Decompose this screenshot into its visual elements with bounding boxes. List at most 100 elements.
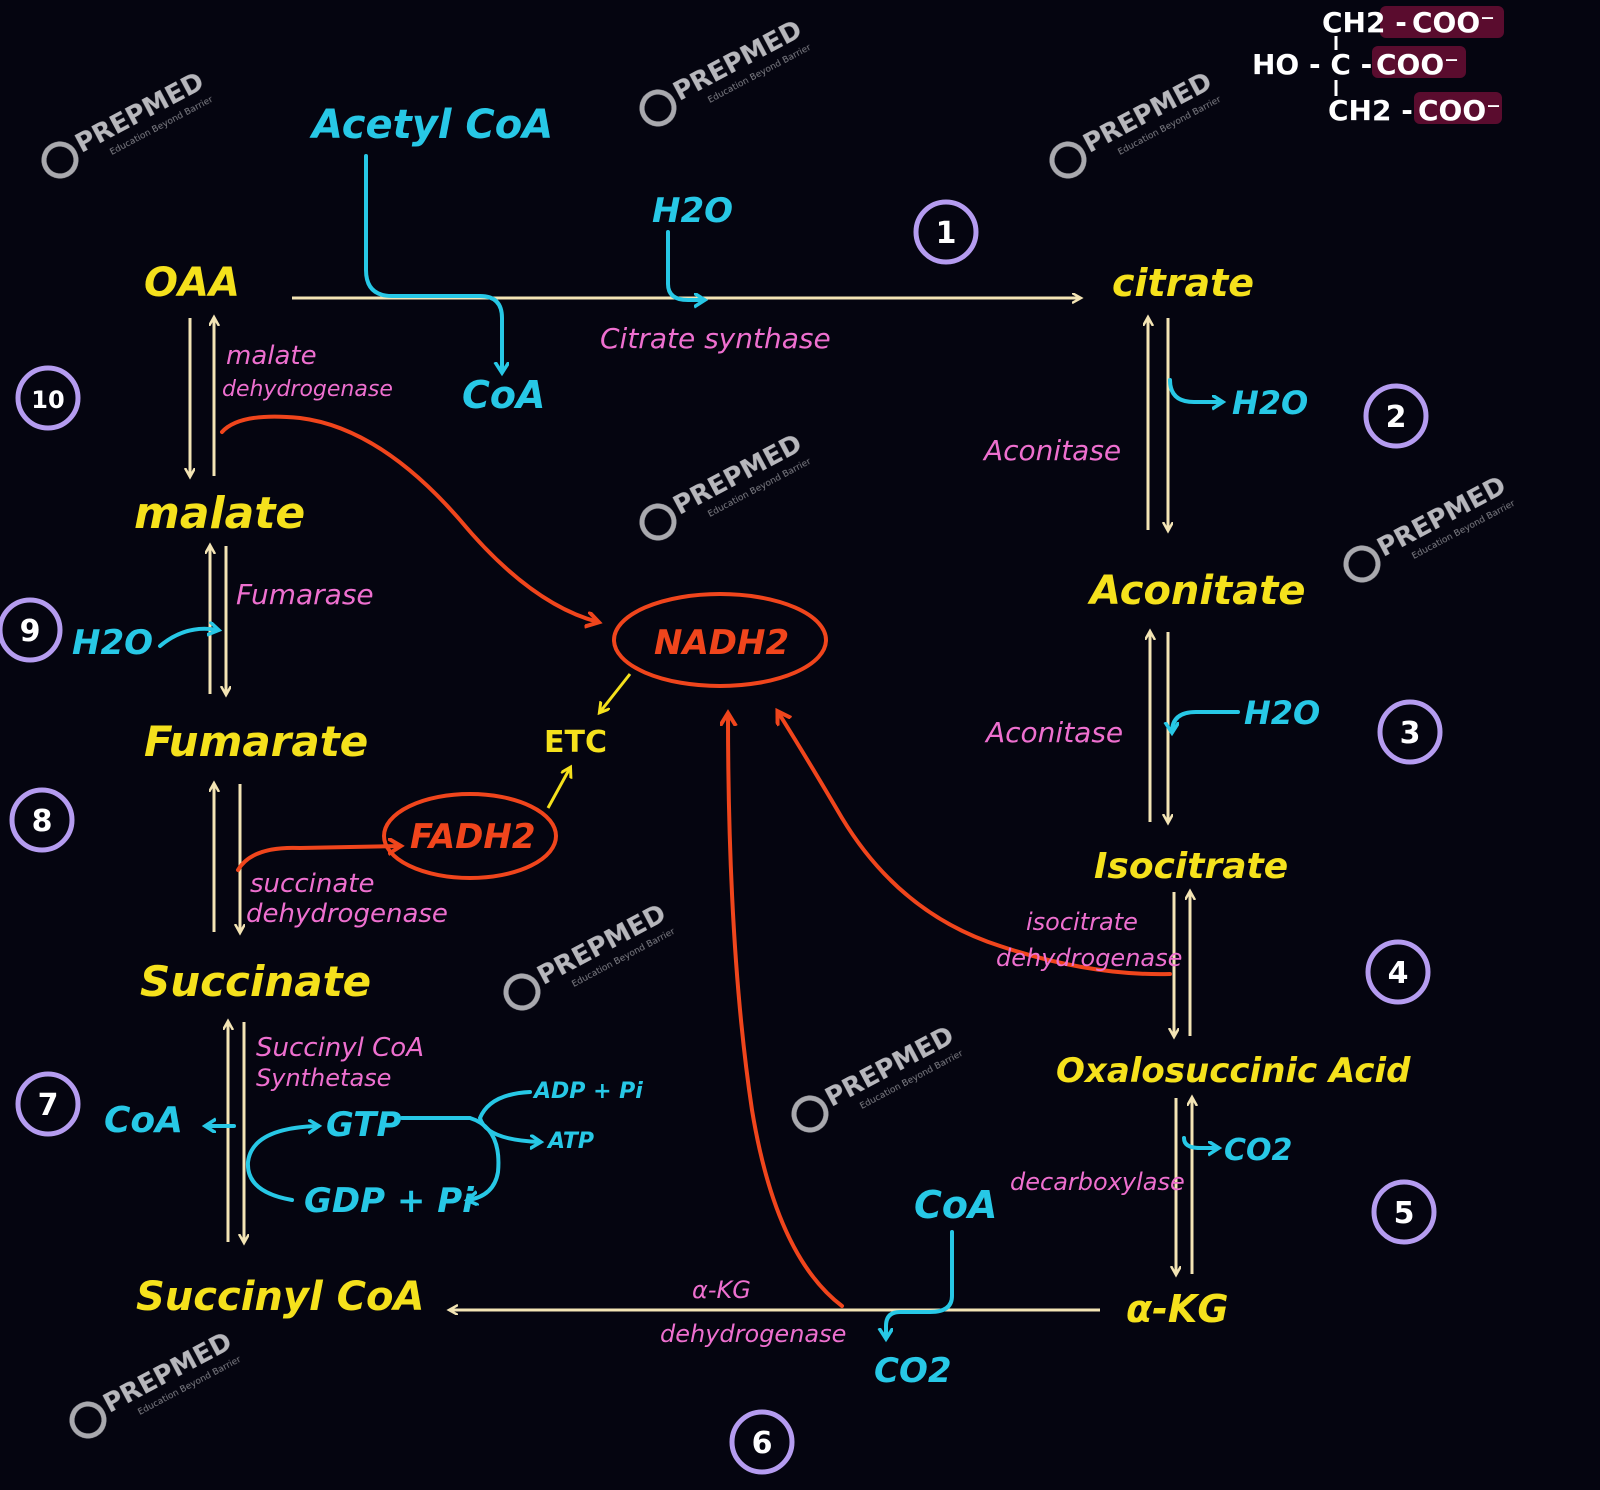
enzyme-malate-dh-line1: malate xyxy=(226,341,317,371)
metabolite-oaa: OAA xyxy=(144,260,240,306)
step-markers xyxy=(0,199,1443,1475)
metabolite-isocitrate: Isocitrate xyxy=(1094,846,1288,887)
watermark: PREPMED Education Beyond Barrier xyxy=(69,1327,243,1439)
step-numbers: 1 2 3 4 5 6 7 8 9 10 xyxy=(20,216,1421,1461)
enzyme-succinate-dh-line2: dehydrogenase xyxy=(246,899,448,929)
cofactor-h2o-1: H2O xyxy=(652,191,733,231)
metabolite-aconitate: Aconitate xyxy=(1087,568,1305,614)
enzyme-fumarase: Fumarase xyxy=(236,578,374,611)
metabolite-citrate: citrate xyxy=(1112,261,1254,305)
step-7-label: 7 xyxy=(38,1088,59,1123)
arrow-co2-5-out xyxy=(1182,1136,1218,1148)
step-8-label: 8 xyxy=(32,804,53,839)
metabolite-succinyl-coa: Succinyl CoA xyxy=(136,1274,424,1320)
watermark: PREPMED Education Beyond Barrier xyxy=(41,67,215,179)
step-9-ring xyxy=(0,597,63,663)
arrow-isocitrate-dh-to-nadh xyxy=(778,712,1172,977)
metabolite-akg: α-KG xyxy=(1126,1287,1229,1331)
step-6-label: 6 xyxy=(752,1426,773,1461)
step-1-label: 1 xyxy=(936,216,957,251)
watermark-logo-icon xyxy=(1343,545,1381,583)
enzyme-isocitrate-dh-line1: isocitrate xyxy=(1026,908,1138,936)
step-7-ring xyxy=(15,1071,81,1137)
watermark-logo-icon xyxy=(503,973,541,1011)
enzyme-succinate-dh-line1: succinate xyxy=(250,869,374,899)
step-1-ring xyxy=(913,199,979,265)
step-3-ring xyxy=(1377,699,1443,765)
arrow-h2o-3-in xyxy=(1172,710,1240,732)
enzyme-decarboxylase: decarboxylase xyxy=(1010,1168,1185,1196)
coo-highlight xyxy=(1414,92,1502,124)
structure-line-3-carboxylate: COO⁻ xyxy=(1418,94,1501,127)
cofactor-h2o-3: H2O xyxy=(1244,694,1320,732)
structure-line-2-carbon: HO - C - xyxy=(1252,48,1372,81)
structure-line-1-carbon: CH2 - xyxy=(1322,6,1407,39)
enzyme-succinyl-coa-synthetase-line2: Synthetase xyxy=(256,1064,391,1092)
arrow-akg-dh-to-nadh xyxy=(728,714,844,1308)
step-4-label: 4 xyxy=(1388,956,1409,991)
metabolite-fumarate: Fumarate xyxy=(144,717,368,766)
cofactor-gdp-pi: GDP + Pi xyxy=(304,1181,475,1221)
metabolite-succinate: Succinate xyxy=(140,957,371,1006)
watermark: PREPMED Education Beyond Barrier xyxy=(791,1021,965,1133)
step-9-label: 9 xyxy=(20,614,41,649)
step-6-ring xyxy=(729,1409,795,1475)
etc-arrows xyxy=(546,673,632,809)
step-5-label: 5 xyxy=(1394,1196,1415,1231)
metabolites: OAA citrate Aconitate Isocitrate Oxalosu… xyxy=(134,260,1411,1331)
fadh2-ellipse xyxy=(382,792,558,880)
watermark: PREPMED Education Beyond Barrier xyxy=(503,899,677,1011)
arrow-coa-6-to-co2 xyxy=(886,1230,954,1338)
enzyme-akg-dh-line2: dehydrogenase xyxy=(660,1320,846,1348)
nadh2-ellipse xyxy=(612,592,828,688)
cofactor-coa-7: CoA xyxy=(104,1100,183,1141)
step-2-ring xyxy=(1363,383,1429,449)
cofactors: Acetyl CoA CoA H2O H2O H2O CO2 CoA CO2 C… xyxy=(72,102,1320,1391)
arrow-fadh-to-etc xyxy=(546,768,570,809)
cofactor-h2o-2: H2O xyxy=(1232,384,1308,422)
cofactor-h2o-9: H2O xyxy=(72,623,153,663)
structure-line-2-carboxylate: COO⁻ xyxy=(1376,48,1459,81)
structure-line-1-carboxylate: COO⁻ xyxy=(1412,6,1495,39)
watermark: PREPMED Education Beyond Barrier xyxy=(1049,67,1223,179)
cofactor-acetyl-coa: Acetyl CoA xyxy=(309,102,553,148)
arrow-h2o-2-out xyxy=(1168,378,1222,402)
arrow-succinate-dh-to-fadh xyxy=(236,846,400,872)
etc-label: ETC xyxy=(544,725,607,760)
structure-line-3-carbon: CH2 - xyxy=(1328,94,1413,127)
coo-highlight xyxy=(1380,6,1504,38)
cofactor-co2-6: CO2 xyxy=(874,1351,952,1391)
nadh2-label: NADH2 xyxy=(654,623,789,663)
enzymes: Citrate synthase Aconitase Aconitase iso… xyxy=(222,322,1185,1348)
step-10-label: 10 xyxy=(31,386,64,414)
enzyme-aconitase-3: Aconitase xyxy=(984,716,1123,749)
arrow-gdp-to-gtp xyxy=(245,1126,318,1202)
arrow-acetyl-coa-in xyxy=(364,154,502,372)
watermark-logo-icon xyxy=(41,141,79,179)
step-8-ring xyxy=(9,787,75,853)
cofactor-atp: ATP xyxy=(546,1129,594,1154)
arrow-adp-to-atp xyxy=(477,1090,540,1142)
step-10-ring xyxy=(15,365,81,431)
arrow-nadh-to-etc xyxy=(600,673,632,712)
watermark-logo-icon xyxy=(69,1401,107,1439)
enzyme-succinyl-coa-synthetase-line1: Succinyl CoA xyxy=(256,1033,424,1063)
watermark-logo-icon xyxy=(1049,141,1087,179)
enzyme-akg-dh-line1: α-KG xyxy=(692,1276,751,1304)
citrate-structure: CH2 - COO⁻ HO - C - COO⁻ CH2 - COO⁻ xyxy=(1252,6,1504,127)
step-5-ring xyxy=(1371,1179,1437,1245)
coo-highlight xyxy=(1372,46,1466,78)
cofactor-arrows xyxy=(158,154,1240,1338)
watermark-logo-icon xyxy=(791,1095,829,1133)
watermark: PREPMED Education Beyond Barrier xyxy=(639,15,813,127)
cofactor-gtp: GTP xyxy=(326,1105,402,1145)
step-3-label: 3 xyxy=(1400,716,1421,751)
metabolite-malate: malate xyxy=(134,488,305,539)
watermark: PREPMED Education Beyond Barrier xyxy=(639,429,813,541)
energy-labels: NADH2 FADH2 xyxy=(410,623,789,857)
arrow-malate-dh-to-nadh xyxy=(220,414,598,622)
step-4-ring xyxy=(1365,939,1431,1005)
watermark-logo-icon xyxy=(639,503,677,541)
